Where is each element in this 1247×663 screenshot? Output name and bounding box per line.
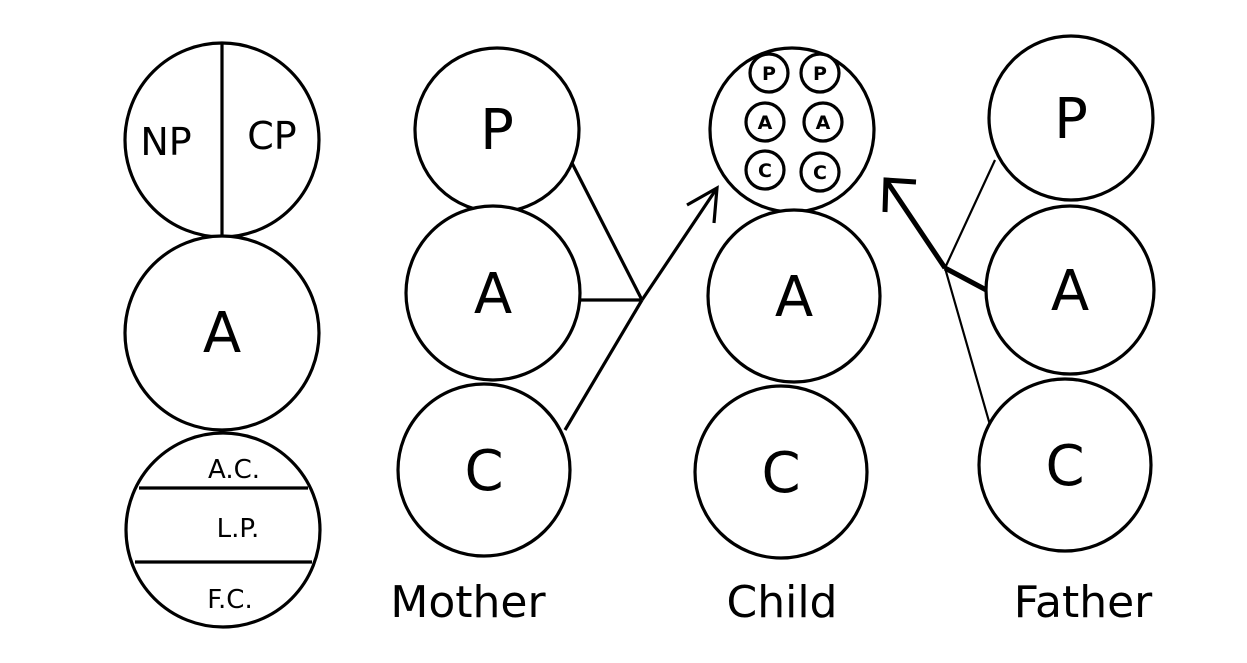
mini-child-label-1: C xyxy=(758,160,772,182)
child-child-circle xyxy=(693,384,869,560)
mother-parent-label: P xyxy=(480,98,514,163)
child-figure: P P A A C C A C Child xyxy=(693,46,882,628)
key-nurturing-parent-label: NP xyxy=(140,120,191,164)
mini-child-circle-1 xyxy=(744,149,786,191)
father-parent-line xyxy=(944,159,996,269)
mini-child-label-2: C xyxy=(813,162,827,184)
mother-caption: Mother xyxy=(390,577,546,628)
mini-parent-label-1: P xyxy=(762,63,776,85)
mother-child-line xyxy=(563,299,644,431)
key-adult-circle xyxy=(123,234,321,432)
father-child-line xyxy=(943,267,992,426)
mini-adult-label-2: A xyxy=(816,112,831,134)
key-adult-label: A xyxy=(203,301,241,366)
father-arrow-head xyxy=(882,177,917,213)
child-parent-circle xyxy=(708,46,876,214)
mother-arrow-head xyxy=(686,185,719,224)
father-adult-circle xyxy=(984,204,1156,376)
contaminated-parent-grid: P P A A C C xyxy=(744,52,844,193)
key-figure: NP CP A A.C. L.P. F.C. xyxy=(123,41,322,629)
child-adult-circle xyxy=(706,208,882,384)
father-child-circle xyxy=(977,377,1153,553)
father-adult-label: A xyxy=(1051,259,1089,324)
mini-adult-label-1: A xyxy=(758,112,773,134)
mini-child-circle-2 xyxy=(799,151,841,193)
mini-parent-label-2: P xyxy=(813,63,827,85)
mother-figure: P A C Mother xyxy=(390,46,582,628)
father-transaction-lines xyxy=(882,159,996,426)
father-child-label: C xyxy=(1045,434,1084,499)
mother-parent-line xyxy=(570,162,644,301)
mini-adult-circle-2 xyxy=(802,101,844,143)
mother-transaction-lines xyxy=(563,162,719,431)
mother-adult-label: A xyxy=(474,262,512,327)
mother-child-circle xyxy=(396,382,572,558)
father-caption: Father xyxy=(1014,577,1153,628)
father-adult-line xyxy=(943,265,992,295)
mini-parent-circle-1 xyxy=(748,52,790,94)
key-adapted-child-label: A.C. xyxy=(208,455,260,485)
mini-parent-circle-2 xyxy=(799,52,841,94)
mother-adult-circle xyxy=(404,204,582,382)
mother-child-label: C xyxy=(464,439,503,504)
key-free-child-label: F.C. xyxy=(207,585,252,615)
father-arrow-shaft xyxy=(883,178,948,270)
father-figure: P A C Father xyxy=(977,34,1156,628)
child-caption: Child xyxy=(727,577,838,628)
key-child-circle xyxy=(124,431,322,629)
father-parent-circle xyxy=(987,34,1155,202)
key-little-professor-label: L.P. xyxy=(217,514,260,544)
child-adult-label: A xyxy=(775,265,813,330)
mini-adult-circle-1 xyxy=(744,101,786,143)
father-parent-label: P xyxy=(1054,87,1088,152)
child-child-label: C xyxy=(761,441,800,506)
key-critical-parent-label: CP xyxy=(247,114,296,158)
mother-arrow-shaft xyxy=(640,187,719,301)
